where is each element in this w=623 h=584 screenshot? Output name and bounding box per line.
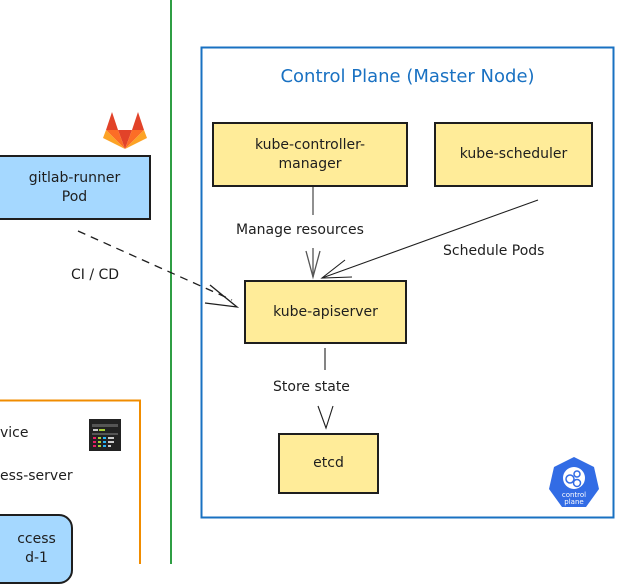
control-plane-icon-text-2: plane [564, 498, 583, 506]
control-plane-border [200, 46, 615, 519]
manage-resources-label: Manage resources [236, 222, 364, 238]
cicd-label: CI / CD [71, 267, 120, 283]
kube-scheduler-label: kube-scheduler [459, 146, 568, 163]
store-state-arrowhead [317, 405, 334, 430]
schedule-pods-line [321, 199, 539, 279]
kube-apiserver-node[interactable]: kube-apiserver [244, 280, 407, 344]
store-state-label: Store state [273, 379, 350, 395]
gitlab-icon [103, 112, 147, 149]
access-pod-label-2: d-1 [25, 549, 48, 566]
cicd-arrowhead [204, 284, 240, 308]
control-plane-title: Control Plane (Master Node) [280, 66, 535, 87]
diagram-connectors [0, 0, 615, 564]
kube-apiserver-label: kube-apiserver [273, 303, 378, 320]
schedule-pods-label: Schedule Pods [443, 243, 545, 259]
service-label: vice [0, 425, 29, 441]
kube-controller-manager-node[interactable]: kube-controller- manager [212, 122, 408, 187]
etcd-node[interactable]: etcd [278, 433, 379, 494]
access-pod-node[interactable]: ccess d-1 [0, 514, 73, 584]
gitlab-runner-label-2: Pod [61, 188, 88, 205]
control-plane-icon-text-1: control [562, 491, 586, 499]
access-pod-label-1: ccess [17, 531, 56, 547]
kube-scheduler-node[interactable]: kube-scheduler [434, 122, 593, 187]
cicd-line [77, 230, 233, 301]
gitlab-runner-label-1: gitlab-runner [28, 169, 121, 186]
service-box-border [0, 399, 141, 564]
service-dashboard-icon [89, 419, 121, 451]
schedule-pods-arrowhead [320, 259, 353, 279]
etcd-label: etcd [313, 455, 344, 472]
manage-resources-arrowhead [305, 250, 321, 280]
gitlab-runner-pod[interactable]: gitlab-runner Pod [0, 155, 151, 220]
kube-controller-manager-label-2: manager [278, 155, 342, 172]
access-server-label: ess-server [0, 468, 73, 484]
kubernetes-control-plane-icon: control plane [549, 457, 599, 507]
kube-controller-manager-label-1: kube-controller- [254, 136, 366, 153]
